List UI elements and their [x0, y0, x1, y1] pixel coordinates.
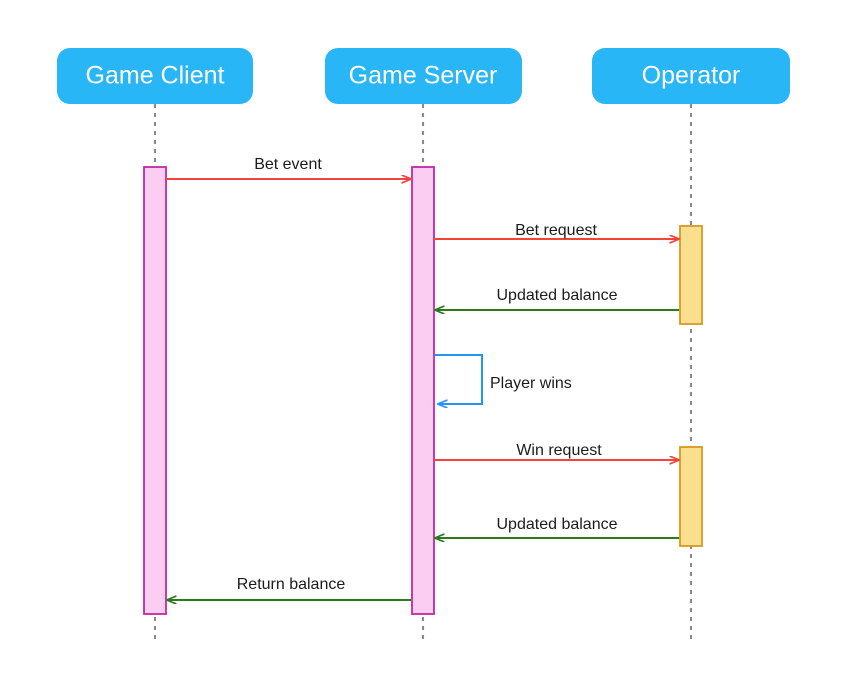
participant-box-game-client[interactable]	[57, 48, 253, 104]
activation-bars-group	[143, 166, 703, 615]
message-arrow-player-wins	[435, 353, 484, 404]
participant-box-operator[interactable]	[592, 48, 790, 104]
message-bet-event[interactable]: Bet event	[166, 156, 411, 179]
message-updated-balance-1[interactable]: Updated balance	[435, 287, 679, 310]
message-label-return-balance: Return balance	[237, 576, 346, 593]
message-return-balance[interactable]: Return balance	[167, 576, 411, 600]
activation-bar-operator-bet	[679, 225, 703, 325]
message-player-wins[interactable]: Player wins	[435, 353, 572, 404]
participant-game-server[interactable]: Game Server	[325, 48, 522, 104]
message-label-win-request: Win request	[516, 442, 602, 459]
message-bet-request[interactable]: Bet request	[434, 222, 679, 239]
message-label-updated-balance-2: Updated balance	[497, 516, 618, 533]
activation-bar-game-server	[411, 166, 435, 615]
participant-operator[interactable]: Operator	[592, 48, 790, 104]
message-label-updated-balance-1: Updated balance	[497, 287, 618, 304]
message-win-request[interactable]: Win request	[434, 442, 679, 460]
participant-label-game-server: Game Server	[349, 62, 498, 90]
participant-box-game-server[interactable]	[325, 48, 522, 104]
message-label-bet-event: Bet event	[254, 156, 322, 173]
message-label-player-wins: Player wins	[490, 375, 572, 392]
participant-label-operator: Operator	[642, 62, 741, 90]
activation-bar-game-client	[143, 166, 167, 615]
participant-game-client[interactable]: Game Client	[57, 48, 253, 104]
message-updated-balance-2[interactable]: Updated balance	[435, 516, 679, 538]
participant-label-game-client: Game Client	[86, 62, 225, 90]
activation-bar-operator-win	[679, 446, 703, 547]
message-label-bet-request: Bet request	[515, 222, 597, 239]
